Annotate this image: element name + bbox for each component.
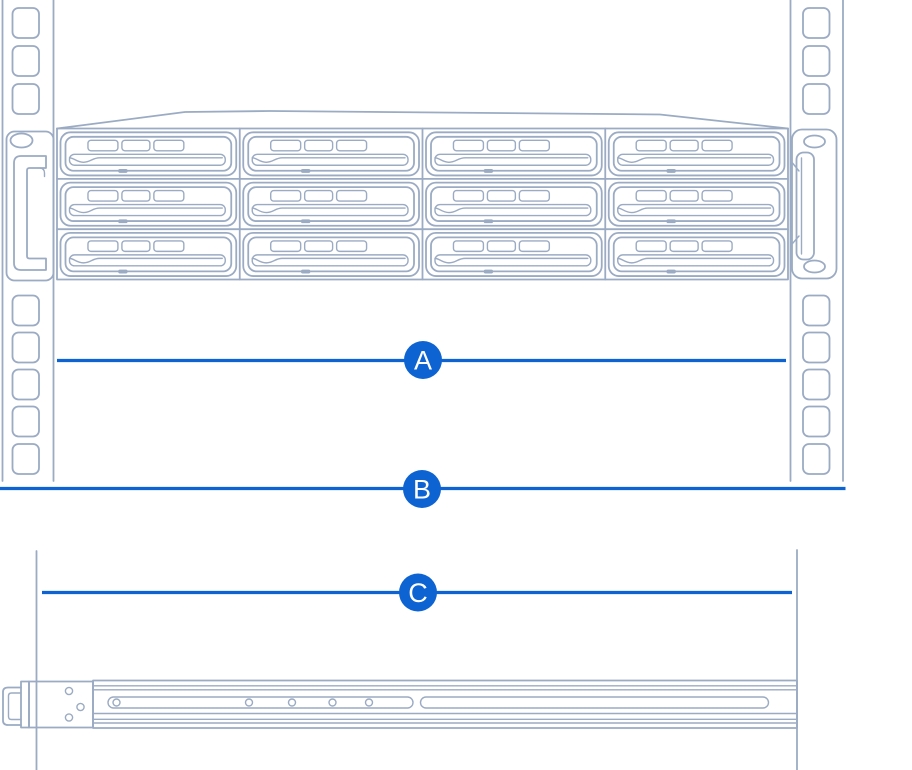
rail-assembly (2, 679, 798, 729)
label-b-text: B (413, 475, 431, 505)
drive-tray (607, 131, 786, 177)
rail-hook (2, 686, 22, 726)
measurement-b: B (0, 470, 846, 508)
drive-tray (242, 131, 420, 177)
rail-bracket-holes (64, 686, 85, 722)
drive-tray (59, 181, 238, 227)
drive-tray (425, 131, 603, 177)
rail-slot-rear (419, 696, 770, 709)
drive-tray (59, 232, 238, 277)
chassis-top-edge (56, 110, 789, 130)
drive-tray (607, 232, 786, 277)
rail-slot-holes (112, 698, 374, 707)
drive-tray (607, 181, 786, 227)
label-a-badge (404, 341, 442, 379)
label-a-text: A (414, 346, 432, 376)
rail-slot-front (107, 696, 414, 709)
rail-body (92, 679, 798, 729)
label-c-badge (399, 573, 437, 612)
measurement-a: A (57, 341, 786, 379)
rail-guide-lines (35, 549, 798, 770)
measurement-c: C (42, 573, 792, 612)
label-b-badge (403, 470, 441, 508)
drive-tray (59, 131, 238, 177)
drive-tray (425, 232, 603, 277)
rack-post-left (1, 0, 55, 482)
server-chassis (56, 110, 789, 281)
rack-post-right-holes (802, 7, 831, 475)
drive-tray (242, 181, 420, 227)
label-c-text: C (408, 578, 428, 608)
rack-post-right (789, 0, 844, 482)
drive-tray (425, 181, 603, 227)
rail-bracket-spacer (20, 680, 30, 729)
server-ear-left (5, 130, 55, 282)
rack-post-left-holes (11, 7, 40, 475)
server-ear-right (791, 128, 838, 280)
drive-tray (242, 232, 420, 277)
